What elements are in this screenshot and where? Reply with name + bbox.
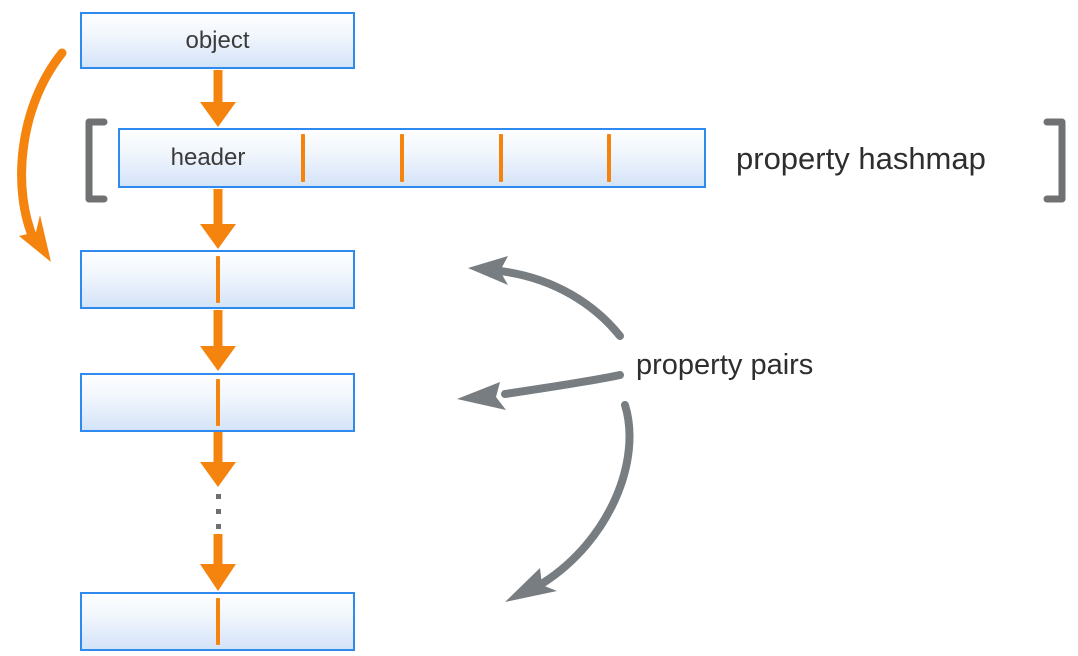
property-pair-divider-1 [216, 256, 220, 303]
ellipsis-dot-3 [216, 524, 221, 529]
object-box[interactable] [80, 12, 355, 69]
hashmap-bucket-tick-1 [301, 134, 305, 182]
orange-curved-arrow [17, 48, 67, 262]
gray-arrow-to-last-pair [505, 401, 634, 602]
orange-arrow-ellipsis-to-last-pair [200, 534, 236, 591]
right-bracket [1043, 118, 1066, 203]
property-pair-divider-2 [216, 379, 220, 426]
hashmap-bucket-tick-2 [400, 134, 404, 182]
orange-arrow-pair2-to-ellipsis [200, 432, 236, 487]
property-hashmap-label: property hashmap [736, 141, 986, 176]
orange-arrow-pair1-to-pair2 [200, 310, 236, 371]
orange-arrow-object-to-header [200, 70, 236, 127]
gray-arrow-to-pair-1 [468, 256, 624, 340]
left-bracket [85, 118, 108, 203]
hashmap-bucket-tick-4 [607, 134, 611, 182]
header-cell-label: header [170, 144, 246, 171]
property-pairs-label: property pairs [636, 349, 814, 381]
gray-arrow-to-pair-2 [457, 371, 624, 410]
ellipsis-dot-1 [216, 494, 221, 499]
ellipsis-dot-2 [216, 509, 221, 514]
property-pair-divider-last [216, 598, 220, 645]
object-box-label: object [185, 26, 250, 54]
orange-arrow-header-to-pair1 [200, 189, 236, 249]
hashmap-bucket-tick-3 [499, 134, 503, 182]
